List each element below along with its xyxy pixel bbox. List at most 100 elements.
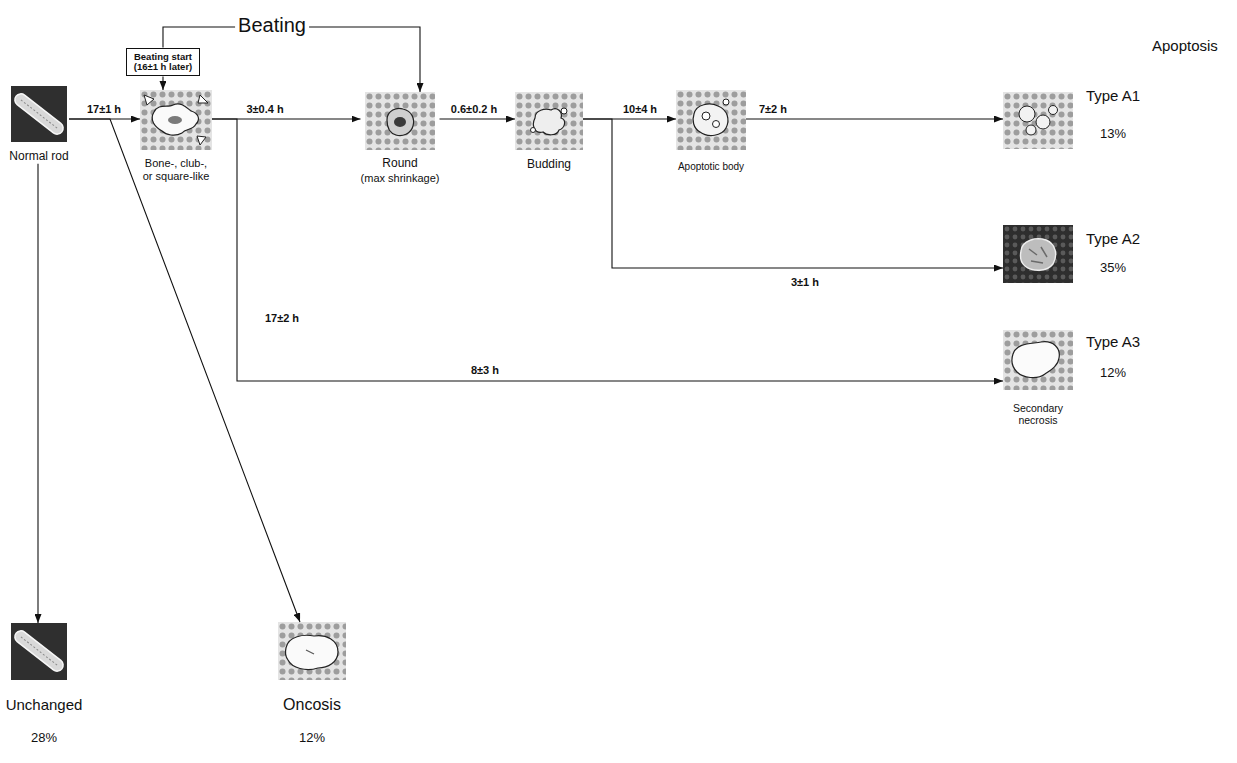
image-ground <box>278 622 346 680</box>
picture-frame <box>361 92 440 150</box>
picture-frame <box>515 92 583 150</box>
picture-frame <box>6 623 83 680</box>
rod-body <box>12 91 65 136</box>
cell-outline <box>533 109 564 135</box>
fragment <box>713 121 720 128</box>
end-marker <box>198 95 208 103</box>
cell-texture <box>306 650 314 654</box>
stage-label: Round <box>382 157 417 171</box>
picture-frame <box>1003 330 1073 390</box>
cell-texture <box>1029 247 1047 263</box>
percentage: 35% <box>1100 260 1126 275</box>
type-a3-image <box>1003 330 1073 390</box>
percentage: 13% <box>1100 126 1126 141</box>
percentage: 12% <box>1100 365 1126 380</box>
rod-cell <box>12 91 65 136</box>
time-label: 0.6±0.2 h <box>448 103 500 115</box>
type-a2-image <box>1003 225 1073 283</box>
nucleus <box>168 116 182 124</box>
stage-label: Bone-, club-, or square-like <box>140 157 212 182</box>
apoptotic-body-image <box>676 90 746 150</box>
image-ground <box>515 92 583 150</box>
stage-label: Apoptotic body <box>678 161 744 173</box>
end-marker <box>144 95 154 105</box>
stage-label: Secondary necrosis <box>1003 402 1073 426</box>
box-text: (16±1 h later) <box>134 62 193 72</box>
rod-body <box>12 628 65 673</box>
image-ground <box>11 86 67 142</box>
budding-cell-image <box>515 92 583 150</box>
fragment <box>723 99 729 105</box>
cell-outline <box>693 104 728 135</box>
connector <box>37 164 38 623</box>
outcome-type: Oncosis <box>283 696 341 714</box>
image-ground <box>11 623 67 680</box>
picture-frame <box>1003 225 1073 283</box>
time-label: 3±0.4 h <box>243 103 286 115</box>
cell-outline <box>1012 342 1060 378</box>
cell-stage: Round(max shrinkage) <box>361 92 440 184</box>
rod-cell <box>12 628 65 673</box>
picture-frame <box>9 86 69 142</box>
fragment <box>1019 106 1035 122</box>
time-label: 17±2 h <box>262 312 302 324</box>
cell-stage: Normal rod <box>9 86 69 164</box>
cell-stage: Type A113% <box>1003 92 1073 149</box>
image-ground <box>365 92 435 150</box>
connector <box>69 119 300 622</box>
fragment <box>702 112 710 120</box>
cell-stage: Oncosis12% <box>278 622 346 746</box>
stage-note: (max shrinkage) <box>361 172 440 185</box>
connector <box>162 76 163 90</box>
picture-frame <box>1003 92 1073 149</box>
cell-outline <box>387 108 414 135</box>
striation <box>21 637 57 665</box>
image-ground <box>676 90 746 150</box>
bud <box>561 108 567 114</box>
connector <box>746 118 1003 119</box>
cell-stage: Bone-, club-, or square-like <box>140 90 212 182</box>
bud <box>531 128 536 133</box>
cell-outline <box>285 635 338 669</box>
picture-frame <box>140 90 212 150</box>
time-label: 17±1 h <box>84 103 124 115</box>
fragment <box>1049 106 1058 115</box>
image-ground <box>140 90 212 150</box>
cell-stage: Type A235% <box>1003 225 1073 283</box>
time-label: 10±4 h <box>620 103 660 115</box>
cell-stage: Budding <box>515 92 583 172</box>
oncosis-image <box>278 622 346 680</box>
outcome-type: Type A3 <box>1086 333 1140 350</box>
percentage: 28% <box>31 731 57 746</box>
striation <box>21 100 57 128</box>
rod-cell-image <box>11 86 67 142</box>
stage-label: Budding <box>527 158 571 172</box>
fragment <box>1026 125 1036 135</box>
cell-outline <box>1020 239 1055 270</box>
connector <box>583 119 1003 268</box>
outcome-type: Type A2 <box>1086 230 1140 247</box>
type-a1-image <box>1003 92 1073 149</box>
bone-cell-image <box>140 90 212 150</box>
connector <box>212 119 1003 381</box>
image-ground <box>1003 330 1073 390</box>
rod-cell-image <box>11 623 67 680</box>
time-label: 7±2 h <box>756 103 790 115</box>
bracket-label: Beating <box>235 14 309 36</box>
connector <box>440 118 516 119</box>
cell-stage: Unchanged 28% <box>6 623 83 746</box>
outcome-type: Type A1 <box>1086 87 1140 104</box>
section-label: Apoptosis <box>1152 37 1218 54</box>
fragment <box>1036 115 1050 129</box>
time-label: 3±1 h <box>788 276 822 288</box>
outcome-type: Unchanged <box>6 696 83 713</box>
connector <box>163 27 420 92</box>
picture-frame <box>676 90 746 150</box>
annotation-box: Beating start(16±1 h later) <box>126 48 201 77</box>
round-cell-image <box>365 92 435 150</box>
cell-outline <box>152 104 198 135</box>
end-marker <box>197 136 206 145</box>
